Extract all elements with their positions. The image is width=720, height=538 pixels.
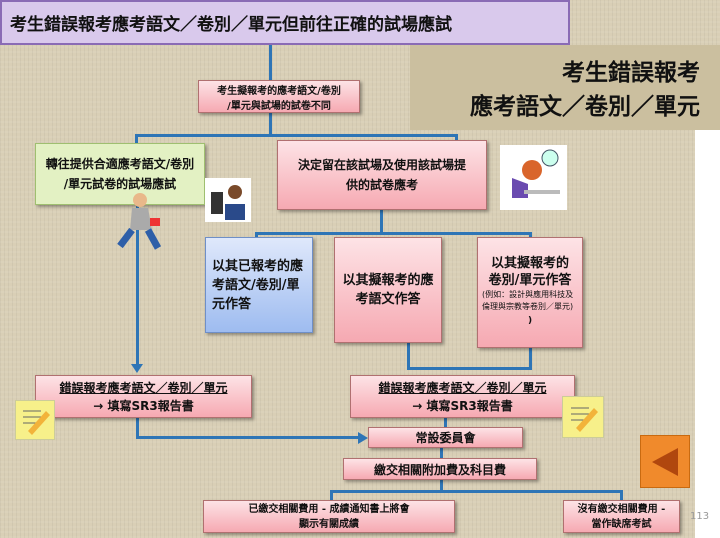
- connector: [135, 134, 458, 137]
- arrow-head: [358, 432, 368, 444]
- node-text: 決定留在該試場及使用該試場提: [297, 158, 466, 172]
- node-text: 錯誤報考應考語文／卷別／單元: [378, 380, 547, 395]
- node-opt-registered: 以其已報考的應考語文/卷別/單元作答: [205, 237, 313, 333]
- connector: [529, 232, 532, 238]
- node-text: /單元試卷的試場應試: [63, 177, 177, 191]
- connector: [407, 367, 532, 370]
- node-text: /單元與試場的試卷不同: [227, 100, 331, 112]
- node-report-left: 錯誤報考應考語文／卷別／單元 → 填寫SR3報告書: [35, 375, 252, 418]
- node-go-other: 轉往提供合適應考語文/卷別/單元試卷的試場應試: [35, 143, 205, 205]
- node-note: (例如：設計與應用科技及倫理與宗教等卷別／單元): [482, 290, 574, 311]
- node-text: → 填寫SR3報告書: [93, 398, 194, 413]
- student-at-desk-icon: [500, 145, 567, 210]
- connector: [136, 418, 139, 438]
- connector: [330, 490, 623, 493]
- back-arrow-icon: [652, 447, 678, 476]
- connector: [269, 113, 272, 135]
- node-text: 當作缺席考試: [591, 518, 652, 530]
- connector: [440, 480, 443, 492]
- node-text: 沒有繳交相關費用 -: [577, 503, 666, 515]
- connector: [135, 134, 138, 144]
- connector: [620, 490, 623, 500]
- heading: 考生錯誤報考 應考語文／卷別／單元: [470, 56, 700, 124]
- notepad-pencil-icon: [15, 400, 55, 440]
- node-text: 錯誤報考應考語文／卷別／單元: [59, 380, 228, 395]
- connector: [136, 205, 139, 367]
- node-text: 已繳交相關費用 - 成績通知書上將會: [248, 503, 410, 515]
- side-strip: [695, 130, 720, 538]
- node-opt-paper: 以其擬報考的卷別/單元作答 (例如：設計與應用科技及倫理與宗教等卷別／單元) ): [477, 237, 583, 348]
- node-text: 以其已報考的應: [212, 258, 304, 274]
- notepad-pencil-icon: [562, 396, 604, 438]
- node-text: 元作答: [212, 296, 252, 312]
- node-unpaid: 沒有繳交相關費用 - 當作缺席考試: [563, 500, 680, 533]
- arrow-head: [131, 364, 143, 373]
- node-text: 轉往提供合適應考語文/卷別: [45, 157, 195, 171]
- node-stay: 決定留在該試場及使用該試場提供的試卷應考: [277, 140, 487, 210]
- heading-line2: 應考語文／卷別／單元: [470, 94, 700, 120]
- node-text: 考語文作答: [355, 292, 421, 307]
- slide-title: 考生錯誤報考應考語文／卷別／單元但前往正確的試場應試: [0, 0, 570, 45]
- connector: [269, 45, 272, 80]
- back-button[interactable]: [640, 435, 690, 488]
- office-worker-icon: [205, 178, 251, 222]
- node-text: 以其擬報考的應: [342, 273, 434, 288]
- node-text: 供的試卷應考: [345, 178, 418, 192]
- heading-line1: 考生錯誤報考: [562, 60, 700, 86]
- heading-band: [410, 45, 720, 130]
- node-text: 顯示有關成績: [299, 518, 359, 530]
- node-text: 以其擬報考的: [490, 256, 569, 271]
- node-note: ): [527, 316, 533, 326]
- connector: [136, 436, 360, 439]
- connector: [255, 232, 532, 235]
- connector: [455, 134, 458, 141]
- node-text: 考生擬報考的應考語文/卷別: [217, 85, 341, 97]
- connector: [529, 348, 532, 369]
- node-paid: 已繳交相關費用 - 成績通知書上將會顯示有關成績: [203, 500, 455, 533]
- connector: [255, 232, 258, 238]
- node-fees: 繳交相關附加費及科目費: [343, 458, 537, 480]
- node-text: 考語文/卷別/單: [212, 277, 300, 293]
- connector: [407, 343, 410, 369]
- node-text: → 填寫SR3報告書: [412, 398, 513, 413]
- page-number: 113: [690, 511, 710, 522]
- node-report-right: 錯誤報考應考語文／卷別／單元 → 填寫SR3報告書: [350, 375, 575, 418]
- connector: [440, 448, 443, 458]
- running-person-icon: [110, 190, 165, 260]
- connector: [444, 418, 447, 428]
- node-text: 卷別/單元作答: [488, 273, 572, 288]
- connector: [380, 210, 383, 233]
- node-start: 考生擬報考的應考語文/卷別/單元與試場的試卷不同: [198, 80, 360, 113]
- connector: [330, 490, 333, 500]
- node-opt-language: 以其擬報考的應考語文作答: [334, 237, 442, 343]
- node-committee: 常設委員會: [368, 427, 523, 448]
